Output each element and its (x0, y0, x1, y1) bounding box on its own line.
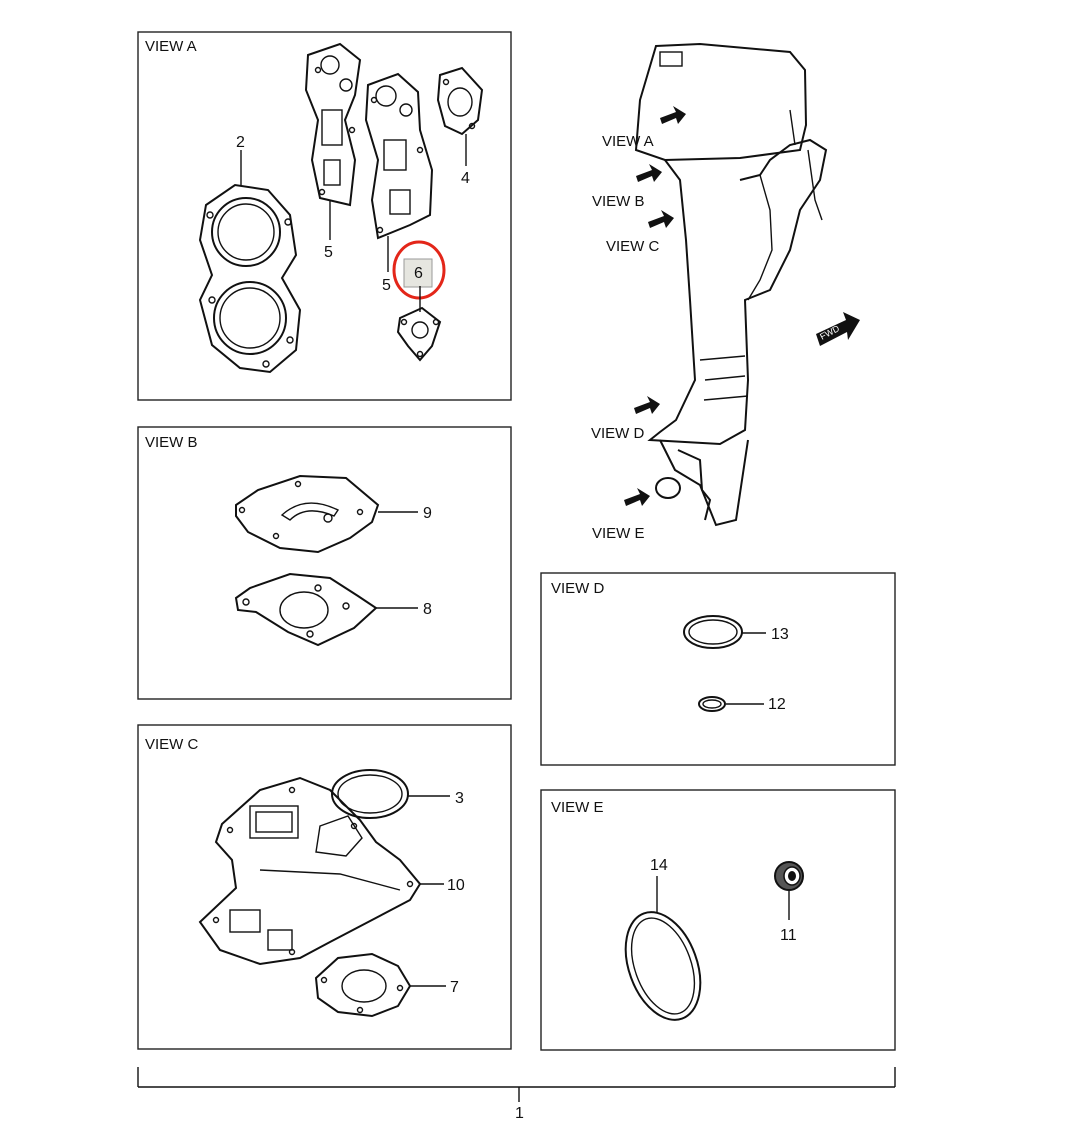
arrow-view-b (636, 164, 662, 182)
part-number-1: 1 (515, 1105, 524, 1121)
o-ring-part-12 (698, 696, 764, 712)
part-number-2: 2 (236, 134, 245, 151)
view-a-frame (137, 31, 512, 401)
lower-plate-gasket (234, 572, 418, 647)
part-number-14: 14 (650, 857, 668, 874)
engine-label-view-d: VIEW D (591, 425, 645, 442)
part-number-7: 7 (450, 979, 459, 996)
view-b-frame (137, 426, 512, 700)
part-number-13: 13 (771, 626, 789, 643)
part-number-4: 4 (461, 170, 470, 187)
part-number-5a: 5 (324, 244, 333, 261)
part-number-5b: 5 (382, 277, 391, 294)
view-c-title: VIEW C (145, 736, 199, 753)
outboard-engine-illustration: FWD (624, 42, 860, 527)
view-e-panel: VIEW E 14 11 (540, 789, 896, 1051)
part-6-highlight-circle (392, 240, 446, 300)
part-number-11: 11 (780, 927, 797, 944)
fwd-direction-arrow: FWD (816, 312, 860, 346)
view-c-frame (137, 724, 512, 1050)
arrow-view-d (634, 396, 660, 414)
view-e-title: VIEW E (551, 799, 604, 816)
view-d-frame (540, 572, 896, 766)
part-number-8: 8 (423, 601, 432, 618)
part-number-3: 3 (455, 790, 464, 807)
cylinder-head-gasket (198, 150, 302, 374)
part-number-10: 10 (447, 877, 465, 894)
thermostat-gasket (436, 66, 484, 166)
engine-label-view-e: VIEW E (592, 525, 645, 542)
view-b-panel: VIEW B 9 8 (137, 426, 512, 700)
crankcase-gasket (198, 776, 444, 966)
engine-label-view-c: VIEW C (606, 238, 660, 255)
gasket-set-bracket (137, 1067, 896, 1102)
exhaust-cover-gasket-right (364, 72, 434, 272)
part-number-12: 12 (768, 696, 786, 713)
view-a-title: VIEW A (145, 38, 197, 55)
arrow-view-a (660, 106, 686, 124)
small-gasket-part-6 (392, 240, 446, 362)
part-number-9: 9 (423, 505, 432, 522)
part-6-highlight-fill (403, 258, 433, 288)
arrow-view-e (624, 488, 650, 506)
part-number-6: 6 (414, 265, 423, 282)
exhaust-cover-gasket-left (304, 42, 362, 240)
oil-seal-part-11 (774, 861, 804, 920)
view-d-title: VIEW D (551, 580, 605, 597)
view-a-panel: VIEW A 2 5 (137, 31, 512, 401)
view-d-panel: VIEW D 13 12 (540, 572, 896, 766)
engine-label-view-a: VIEW A (602, 133, 654, 150)
arrow-view-c (648, 210, 674, 228)
view-c-panel: VIEW C 3 10 (137, 724, 512, 1050)
water-pump-plate-gasket (235, 474, 418, 554)
o-ring-part-13 (683, 615, 766, 649)
engine-label-view-b: VIEW B (592, 193, 645, 210)
gasket-part-7 (314, 952, 446, 1018)
seal-ring-part-14 (624, 876, 702, 1021)
ring-gasket-part-3 (331, 769, 450, 819)
view-e-frame (540, 789, 896, 1051)
view-b-title: VIEW B (145, 434, 198, 451)
